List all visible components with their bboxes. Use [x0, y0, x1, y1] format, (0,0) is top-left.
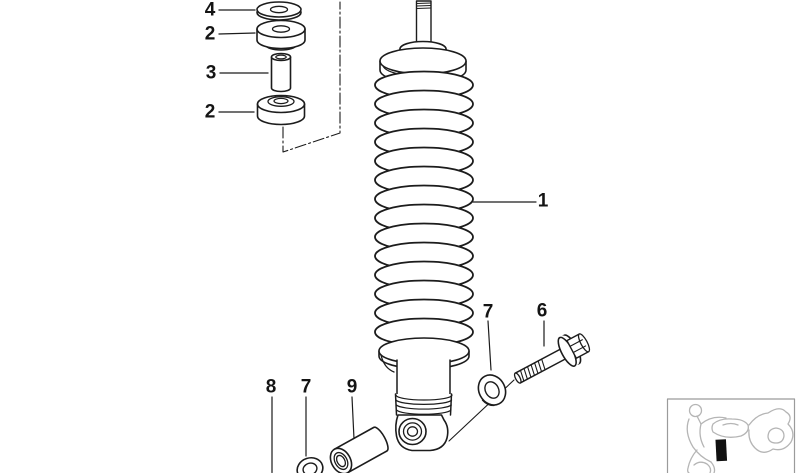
part-rubber-mount-upper-2 [256, 19, 306, 51]
part-spring-strut-1 [374, 0, 474, 452]
callout-4[interactable]: 4 [204, 0, 216, 21]
strut-damper-body [394, 359, 453, 416]
leader-lines-lower [271, 201, 545, 473]
callout-3[interactable]: 3 [205, 62, 217, 84]
part-spacer-tube-3 [270, 52, 292, 93]
part-hex-bolt-6 [513, 333, 591, 384]
strut-lower-eye [394, 414, 449, 452]
callout-1[interactable]: 1 [537, 190, 549, 212]
callout-9[interactable]: 9 [346, 376, 358, 398]
thumbnail-frame [666, 398, 796, 473]
part-washer-7-right [477, 374, 507, 407]
callout-2-upper[interactable]: 2 [204, 23, 216, 45]
callout-8[interactable]: 8 [265, 376, 277, 398]
callout-7-bottom[interactable]: 7 [300, 376, 312, 398]
part-washer-7-bottom [296, 456, 324, 473]
callout-6[interactable]: 6 [536, 300, 548, 322]
part-washer-4 [256, 1, 302, 21]
part-location-marker [715, 439, 728, 462]
motorcycle-location-thumbnail [666, 398, 796, 473]
motorcycle-sketch [686, 403, 794, 473]
strut-piston-rod [415, 0, 432, 48]
strut-coil-spring [374, 70, 474, 347]
part-rubber-mount-lower-2 [256, 94, 306, 126]
leader-lines-upper [218, 9, 269, 113]
callout-7-middle[interactable]: 7 [482, 301, 494, 323]
callout-2-lower[interactable]: 2 [204, 101, 216, 123]
part-bushing-sleeve-9 [329, 426, 389, 473]
